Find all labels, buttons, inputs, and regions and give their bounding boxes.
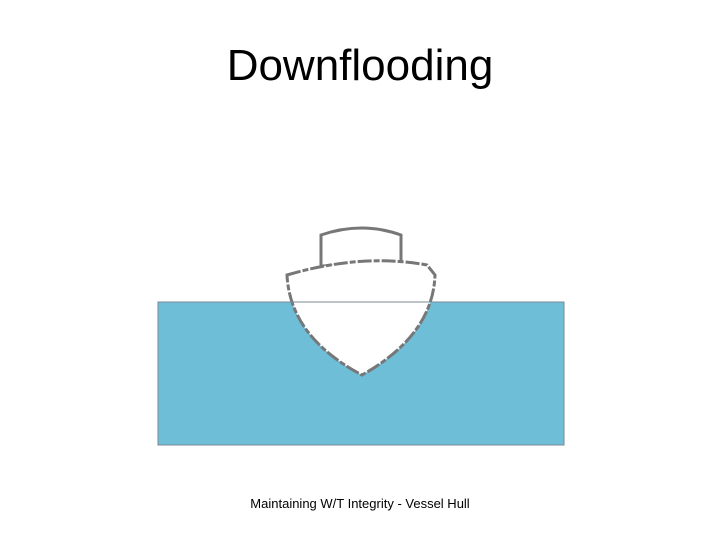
- vessel-cabin: [319, 226, 403, 268]
- slide-title: Downflooding: [226, 41, 494, 90]
- slide-footer: Maintaining W/T Integrity - Vessel Hull: [250, 496, 470, 511]
- vessel-hull: [285, 259, 437, 377]
- downflooding-diagram: [157, 226, 565, 446]
